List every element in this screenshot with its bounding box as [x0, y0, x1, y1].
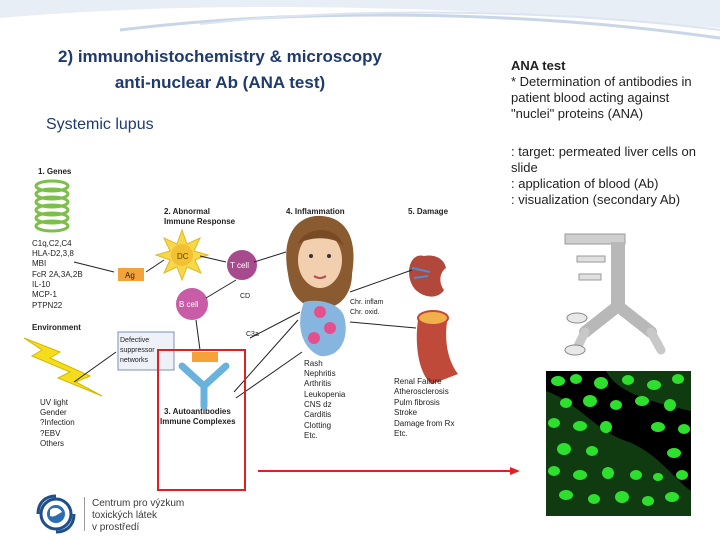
org-line-3: v prostředí	[92, 522, 140, 533]
damage-item: Stroke	[394, 408, 418, 417]
label-genes: 1. Genes	[38, 167, 72, 176]
env-item: Gender	[40, 408, 67, 417]
label-inflammation: 4. Inflammation	[286, 207, 345, 216]
gene-item: PTPN22	[32, 301, 63, 310]
env-item: ?EBV	[40, 429, 61, 438]
fluorescence-micrograph	[546, 371, 691, 516]
b-cell-icon	[176, 288, 208, 320]
antigen-box	[118, 268, 144, 281]
defective-line: networks	[120, 357, 149, 364]
ana-heading: ANA test	[511, 58, 566, 73]
inflam-item: Carditis	[304, 410, 331, 419]
autoantibody-highlight-box	[157, 349, 246, 491]
label-abnormal-1: 2. Abnormal	[164, 207, 210, 216]
dc-label: DC	[177, 252, 189, 261]
title-line-1: 2) immunohistochemistry & microscopy	[57, 47, 383, 66]
inflam-item: CNS dz	[304, 400, 332, 409]
damage-item: Etc.	[394, 429, 408, 438]
ana-text: * Determination of antibodies in patient…	[511, 74, 692, 121]
gene-item: MCP-1	[32, 290, 57, 299]
slide-subtitle: Systemic lupus	[46, 116, 154, 133]
c3a-label: C3a	[246, 331, 259, 338]
step-target: : target: permeated liver cells on slide	[511, 144, 696, 175]
b-cell-label: B cell	[179, 300, 199, 309]
title-line-2: anti-nuclear Ab (ANA test)	[114, 73, 326, 92]
label-autoab-1: 3. Autoantibodies	[164, 407, 231, 416]
gene-item: IL-10	[32, 280, 51, 289]
flow-arrows	[73, 251, 417, 399]
label-abnormal-2: Immune Response	[164, 217, 236, 226]
chr-inflam-label: Chr. inflam	[350, 299, 384, 306]
dna-coil-icon	[34, 179, 70, 233]
gene-item: HLA-D2,3,8	[32, 249, 74, 258]
gene-item: FcR 2A,3A,2B	[32, 270, 83, 279]
lupus-pathogenesis-diagram: 1. Genes 2. Abnormal Immune Response 4. …	[14, 152, 494, 454]
slide-title: 2) immunohistochemistry & microscopy ant…	[20, 44, 420, 96]
env-item: ?Infection	[40, 418, 75, 427]
header-swoosh-decoration	[0, 0, 720, 40]
step-application: : application of blood (Ab)	[511, 176, 659, 191]
damage-item: Renal Failure	[394, 377, 442, 386]
org-line-1: Centrum pro výzkum	[92, 498, 185, 509]
gene-item: MBI	[32, 259, 46, 268]
lightning-bolt-icon	[23, 337, 103, 397]
ana-description: ANA test * Determination of antibodies i…	[511, 58, 716, 122]
pointer-arrow	[258, 467, 520, 475]
blood-vessel-icon	[416, 310, 458, 384]
procedure-steps: : target: permeated liver cells on slide…	[511, 144, 716, 208]
damage-item: Pulm fibrosis	[394, 398, 440, 407]
label-damage: 5. Damage	[408, 207, 449, 216]
antigen-label: Ag	[125, 271, 135, 280]
antibody-icon	[178, 352, 230, 410]
gene-item: C1q,C2,C4	[32, 239, 72, 248]
inflam-item: Rash	[304, 359, 323, 368]
inflam-item: Etc.	[304, 431, 318, 440]
inflam-item: Clotting	[304, 421, 331, 430]
t-cell-icon	[227, 250, 257, 280]
patient-face-icon	[286, 215, 354, 306]
org-line-2: toxických látek	[92, 510, 158, 521]
organ-blob-icon	[300, 300, 346, 357]
defective-line: suppressor	[120, 347, 155, 354]
chr-oxid-label: Chr. oxid.	[350, 309, 380, 316]
label-autoab-2: Immune Complexes	[160, 417, 236, 426]
step-visualization: : visualization (secondary Ab)	[511, 192, 681, 207]
defective-networks-box	[117, 331, 175, 371]
organization-logo	[36, 494, 76, 534]
inflam-item: Leukopenia	[304, 390, 346, 399]
cd-label: CD	[240, 293, 250, 300]
label-environment: Environment	[32, 323, 81, 332]
footer-separator	[84, 497, 85, 531]
inflam-item: Arthritis	[304, 379, 331, 388]
dendritic-cell-icon	[154, 228, 210, 282]
env-item: UV light	[40, 398, 69, 407]
damage-item: Damage from Rx	[394, 419, 454, 428]
ana-assay-schematic	[555, 228, 675, 368]
damage-item: Atherosclerosis	[394, 387, 449, 396]
env-item: Others	[40, 439, 64, 448]
inflam-item: Nephritis	[304, 369, 336, 378]
organization-name: Centrum pro výzkum toxických látek v pro…	[92, 498, 184, 534]
defective-line: Defective	[120, 337, 149, 344]
t-cell-label: T cell	[230, 261, 249, 270]
